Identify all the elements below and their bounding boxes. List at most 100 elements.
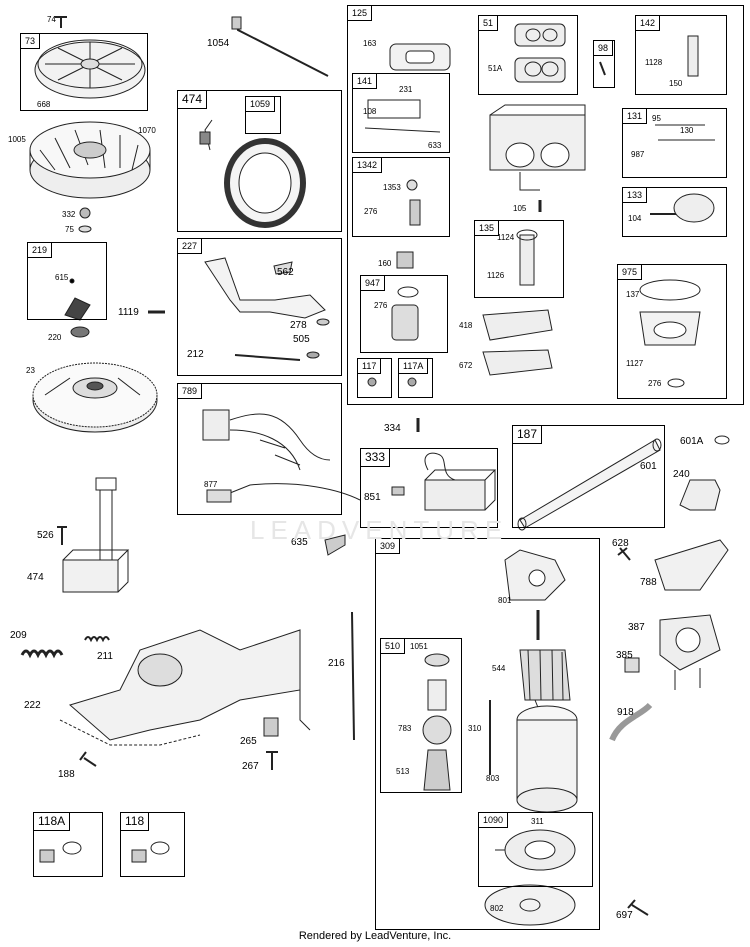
part-label-513[interactable]: 513	[396, 767, 410, 776]
part-label-387[interactable]: 387	[628, 622, 645, 633]
part-label-51a[interactable]: 51A	[488, 64, 503, 73]
part-label-75[interactable]: 75	[65, 225, 74, 234]
part-label-1070[interactable]: 1070	[138, 126, 156, 135]
part-label-276b[interactable]: 276	[374, 301, 388, 310]
part-label-212[interactable]: 212	[187, 349, 204, 360]
part-label-267[interactable]: 267	[242, 761, 259, 772]
group-975: 975	[617, 264, 727, 399]
part-label-1051[interactable]: 1051	[410, 642, 428, 651]
group-1342-label: 1342	[352, 157, 383, 173]
part-label-672[interactable]: 672	[459, 361, 473, 370]
part-label-877[interactable]: 877	[204, 480, 218, 489]
group-187-label: 187	[512, 425, 543, 444]
part-label-783[interactable]: 783	[398, 724, 412, 733]
part-label-1126[interactable]: 1126	[487, 271, 505, 280]
part-label-601a[interactable]: 601A	[680, 436, 704, 447]
group-73-label: 73	[20, 33, 41, 49]
part-label-1054[interactable]: 1054	[207, 38, 230, 49]
part-label-150[interactable]: 150	[669, 79, 683, 88]
group-117-label: 117	[357, 358, 382, 374]
part-label-334[interactable]: 334	[384, 423, 401, 434]
group-1090-label: 1090	[478, 812, 509, 828]
part-label-108[interactable]: 108	[363, 107, 377, 116]
part-label-474[interactable]: 474	[27, 572, 44, 583]
part-label-788[interactable]: 788	[640, 577, 657, 588]
group-133: 133	[622, 187, 727, 237]
part-label-635[interactable]: 635	[291, 537, 308, 548]
part-label-209[interactable]: 209	[10, 630, 27, 641]
part-label-505[interactable]: 505	[293, 334, 310, 345]
group-510: 510	[380, 638, 462, 793]
part-label-278[interactable]: 278	[290, 320, 307, 331]
group-135-label: 135	[474, 220, 500, 236]
part-label-802[interactable]: 802	[490, 904, 504, 913]
part-label-628[interactable]: 628	[612, 538, 629, 549]
group-219-label: 219	[27, 242, 53, 258]
part-label-803[interactable]: 803	[486, 774, 500, 783]
part-label-1127[interactable]: 1127	[626, 359, 644, 368]
carburetor-drawing	[489, 104, 586, 191]
part-label-918[interactable]: 918	[617, 707, 634, 718]
group-1090: 1090	[478, 812, 593, 887]
part-label-231[interactable]: 231	[399, 85, 413, 94]
part-label-385[interactable]: 385	[616, 650, 633, 661]
part-label-188[interactable]: 188	[58, 769, 75, 780]
part-label-240[interactable]: 240	[673, 469, 690, 480]
part-label-276a[interactable]: 276	[364, 207, 378, 216]
group-141: 141	[352, 73, 450, 153]
group-118: 118	[120, 812, 185, 877]
part-label-1124[interactable]: 1124	[497, 233, 515, 242]
group-474-label: 474	[177, 90, 208, 109]
part-label-633[interactable]: 633	[428, 141, 442, 150]
part-label-137[interactable]: 137	[626, 290, 640, 299]
part-label-615[interactable]: 615	[55, 273, 69, 282]
part-label-1353[interactable]: 1353	[383, 183, 401, 192]
part-label-220[interactable]: 220	[48, 333, 62, 342]
part-label-211[interactable]: 211	[97, 651, 113, 662]
part-label-276c[interactable]: 276	[648, 379, 662, 388]
part-label-544[interactable]: 544	[492, 664, 506, 673]
part-label-163[interactable]: 163	[363, 39, 377, 48]
control-bracket-drawing	[59, 629, 311, 746]
part-label-23[interactable]: 23	[26, 366, 35, 375]
part-label-1005[interactable]: 1005	[8, 135, 26, 144]
part-label-332[interactable]: 332	[62, 210, 76, 219]
group-51-gaskets: 51	[478, 15, 578, 95]
part-label-697[interactable]: 697	[616, 910, 633, 921]
part-label-851[interactable]: 851	[364, 492, 381, 503]
part-label-311[interactable]: 311	[531, 817, 544, 826]
part-label-74[interactable]: 74	[47, 15, 56, 24]
part-label-601[interactable]: 601	[640, 461, 657, 472]
starter-clutch-drawing	[64, 278, 91, 321]
alternator-stator-drawing	[199, 119, 306, 228]
part-label-1128[interactable]: 1128	[645, 58, 663, 67]
ignition-coil-drawing	[391, 452, 497, 511]
group-117: 117	[357, 358, 392, 398]
governor-bracket-drawing	[204, 257, 330, 361]
part-label-104[interactable]: 104	[628, 214, 642, 223]
part-label-216[interactable]: 216	[328, 658, 345, 669]
part-label-987[interactable]: 987	[631, 150, 645, 159]
part-label-801[interactable]: 801	[498, 596, 512, 605]
part-label-105[interactable]: 105	[513, 204, 527, 213]
part-label-95[interactable]: 95	[652, 114, 661, 123]
part-label-526[interactable]: 526	[37, 530, 54, 541]
part-label-160[interactable]: 160	[378, 259, 392, 268]
group-141-label: 141	[352, 73, 378, 89]
part-label-310[interactable]: 310	[468, 724, 482, 733]
group-227: 227	[177, 238, 342, 376]
group-309-label: 309	[375, 538, 401, 554]
part-label-222[interactable]: 222	[24, 700, 41, 711]
part-label-1119[interactable]: 1119	[118, 307, 139, 318]
flywheel-drawing	[29, 121, 151, 199]
wiring-harness-drawing	[202, 409, 361, 503]
part-label-668[interactable]: 668	[37, 100, 51, 109]
group-1342: 1342	[352, 157, 450, 237]
part-label-562[interactable]: 562	[277, 267, 294, 278]
part-label-265[interactable]: 265	[240, 736, 257, 747]
part-label-130[interactable]: 130	[680, 126, 694, 135]
watermark: LEADVENTURE	[250, 515, 509, 545]
part-label-418[interactable]: 418	[459, 321, 473, 330]
group-789: 789	[177, 383, 342, 515]
flywheel-screen-drawing	[34, 39, 146, 99]
